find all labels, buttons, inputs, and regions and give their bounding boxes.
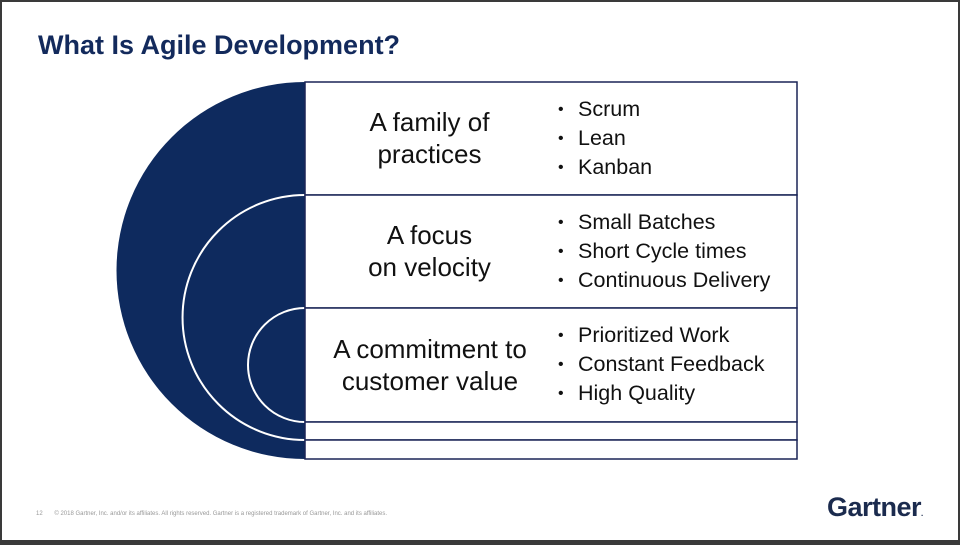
copyright-text: © 2018 Gartner, Inc. and/or its affiliat… bbox=[54, 511, 388, 517]
gartner-logo: Gartner. bbox=[827, 492, 923, 523]
row-label-customer-value: A commitment to customer value bbox=[305, 333, 555, 397]
label-line: practices bbox=[377, 139, 482, 169]
bullet-item: Continuous Delivery bbox=[558, 266, 770, 295]
outer-semicircle bbox=[116, 82, 305, 459]
row-label-family: A family of practices bbox=[307, 106, 552, 170]
bullet-item: Short Cycle times bbox=[558, 237, 770, 266]
bullet-item: Prioritized Work bbox=[558, 321, 764, 350]
bullet-item: Kanban bbox=[558, 153, 652, 182]
bullet-list-practices: Scrum Lean Kanban bbox=[558, 95, 652, 182]
label-line: on velocity bbox=[368, 252, 491, 282]
bullet-item: Small Batches bbox=[558, 208, 770, 237]
bullet-list-customer-value: Prioritized Work Constant Feedback High … bbox=[558, 321, 764, 408]
row-box-4 bbox=[304, 421, 798, 441]
bullet-item: High Quality bbox=[558, 379, 764, 408]
label-line: A focus bbox=[386, 220, 473, 250]
row-label-velocity: A focus on velocity bbox=[307, 219, 552, 283]
bullet-item: Scrum bbox=[558, 95, 652, 124]
bullet-list-velocity: Small Batches Short Cycle times Continuo… bbox=[558, 208, 770, 295]
label-line: A family of bbox=[369, 107, 490, 137]
logo-text: Gartner bbox=[827, 492, 922, 522]
bullet-item: Lean bbox=[558, 124, 652, 153]
label-line: A commitment to bbox=[333, 334, 527, 364]
page-number: 12 bbox=[36, 511, 43, 517]
bullet-item: Constant Feedback bbox=[558, 350, 764, 379]
inner-arc bbox=[247, 307, 306, 423]
logo-dot: . bbox=[921, 509, 923, 518]
middle-arc bbox=[181, 194, 306, 441]
row-box-1 bbox=[304, 81, 798, 196]
slide-title: What Is Agile Development? bbox=[38, 30, 401, 60]
footer: 12 © 2018 Gartner, Inc. and/or its affil… bbox=[36, 511, 387, 517]
row-box-5 bbox=[304, 439, 798, 460]
label-line: customer value bbox=[341, 366, 519, 396]
